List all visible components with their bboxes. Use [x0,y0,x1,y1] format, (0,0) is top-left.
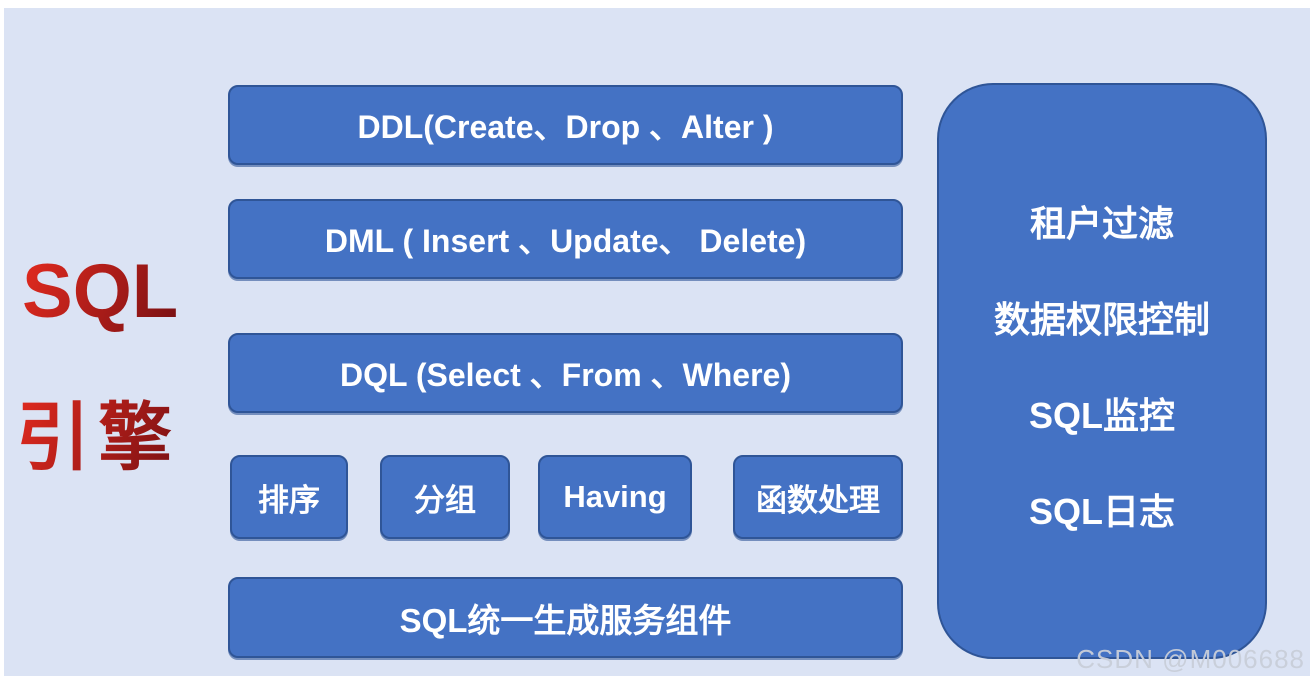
box-ddl: DDL(Create、Drop 、Alter ) [228,85,903,165]
box-having: Having [538,455,692,539]
box-sort-label: 排序 [258,482,320,518]
watermark: CSDN @M006688 [1076,644,1305,674]
title-sql: SQL [22,249,179,334]
side-panel: 租户过滤 数据权限控制 SQL监控 SQL日志 [937,83,1267,659]
side-panel-item-sql-log: SQL日志 [1028,491,1175,532]
box-sql-generation-service-label: SQL统一生成服务组件 [399,601,732,639]
box-dql: DQL (Select 、From 、Where) [228,333,903,413]
box-sort: 排序 [230,455,348,539]
side-panel-item-sql-monitor: SQL监控 [1028,395,1175,436]
title-engine: 引擎 [16,378,180,485]
box-group-label: 分组 [414,482,476,518]
box-dml: DML ( Insert 、Update、 Delete) [228,199,903,279]
box-dql-label: DQL (Select 、From 、Where) [339,357,792,393]
box-ddl-label: DDL(Create、Drop 、Alter ) [357,109,774,145]
side-panel-item-tenant-filter: 租户过滤 [1029,203,1174,244]
box-group: 分组 [380,455,510,539]
box-function-processing-label: 函数处理 [756,482,880,518]
box-dml-label: DML ( Insert 、Update、 Delete) [324,223,807,259]
side-panel-item-data-permission: 数据权限控制 [993,299,1210,340]
box-having-label: Having [563,479,667,514]
box-sql-generation-service: SQL统一生成服务组件 [228,577,903,658]
box-function-processing: 函数处理 [733,455,903,539]
diagram-title: SQL 引擎 [0,0,220,682]
